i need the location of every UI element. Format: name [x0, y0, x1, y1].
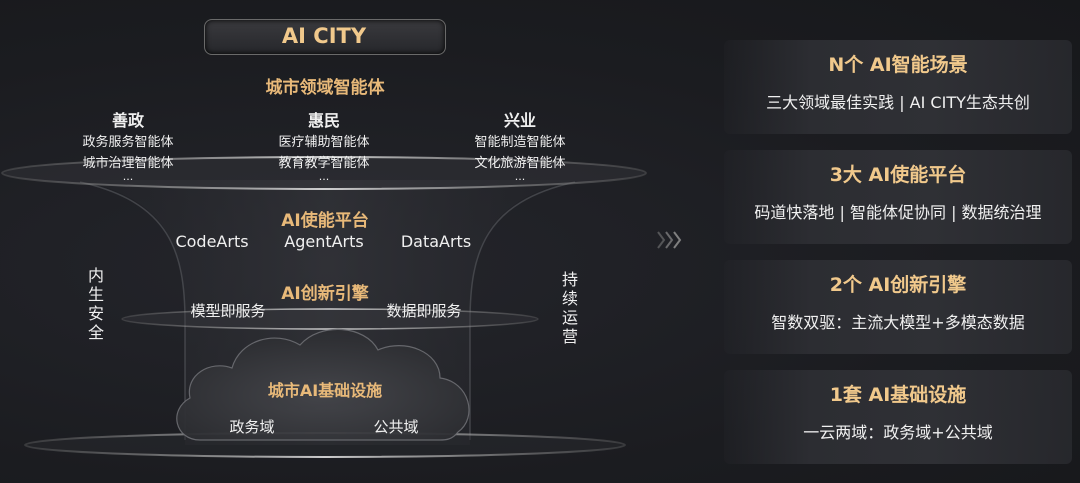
funnel-edge-left — [79, 181, 186, 440]
domain-agents-title: 城市领域智能体 — [265, 78, 385, 98]
summary-card: N个 AI智能场景 三大领域最佳实践 | AI CITY生态共创 — [724, 40, 1072, 134]
summary-card: 2个 AI创新引擎 智数双驱：主流大模型+多模态数据 — [724, 260, 1072, 354]
summary-card-title: 2个 AI创新引擎 — [829, 274, 967, 296]
column-item: 智能制造智能体 — [474, 135, 566, 150]
infrastructure-title: 城市AI基础设施 — [267, 381, 383, 400]
top-ring — [1, 156, 647, 190]
column-item: 文化旅游智能体 — [474, 156, 566, 171]
middle-ring — [121, 308, 539, 330]
summary-card-title: N个 AI智能场景 — [828, 54, 968, 76]
summary-card-subtitle: 一云两域：政务域+公共域 — [803, 423, 993, 442]
infrastructure-item-public: 公共域 — [373, 418, 419, 436]
column-header-shanzheng: 善政 — [111, 111, 144, 130]
summary-card-subtitle: 三大领域最佳实践 | AI CITY生态共创 — [766, 93, 1030, 112]
column-header-xingye: 兴业 — [503, 111, 536, 130]
title-pill — [204, 19, 446, 55]
column-item: 教育教学智能体 — [278, 156, 370, 171]
cloud-shape — [176, 328, 470, 441]
column-item: 政务服务智能体 — [82, 135, 174, 150]
infrastructure-item-government: 政务域 — [229, 418, 275, 436]
column-item: 城市治理智能体 — [82, 156, 174, 171]
platform-item-dataarts: DataArts — [400, 232, 472, 251]
engine-item-maas: 模型即服务 — [190, 302, 266, 320]
platform-item-codearts: CodeArts — [175, 232, 249, 251]
summary-card-subtitle: 智数双驱：主流大模型+多模态数据 — [771, 313, 1025, 332]
column-item: 医疗辅助智能体 — [278, 135, 370, 150]
summary-card-title: 1套 AI基础设施 — [829, 384, 967, 406]
platform-title: AI使能平台 — [281, 211, 369, 231]
side-label-operation: 持续运营 — [561, 270, 578, 346]
funnel-edge-right — [469, 181, 576, 440]
engine-item-daas: 数据即服务 — [386, 302, 462, 320]
column-item-ellipsis: ... — [318, 170, 330, 183]
chevron-arrow-icon — [657, 231, 682, 249]
column-header-huimin: 惠民 — [307, 111, 340, 130]
side-label-security: 内生安全 — [87, 266, 104, 342]
summary-card: 3大 AI使能平台 码道快落地 | 智能体促协同 | 数据统治理 — [724, 150, 1072, 244]
summary-card-subtitle: 码道快落地 | 智能体促协同 | 数据统治理 — [754, 203, 1042, 222]
engine-title: AI创新引擎 — [281, 284, 369, 304]
diagram-title: AI CITY — [281, 24, 367, 48]
column-item-ellipsis: ... — [514, 170, 526, 183]
column-item-ellipsis: ... — [122, 170, 134, 183]
platform-item-agentarts: AgentArts — [284, 232, 364, 251]
summary-card: 1套 AI基础设施 一云两域：政务域+公共域 — [724, 370, 1072, 464]
summary-card-title: 3大 AI使能平台 — [829, 164, 967, 186]
